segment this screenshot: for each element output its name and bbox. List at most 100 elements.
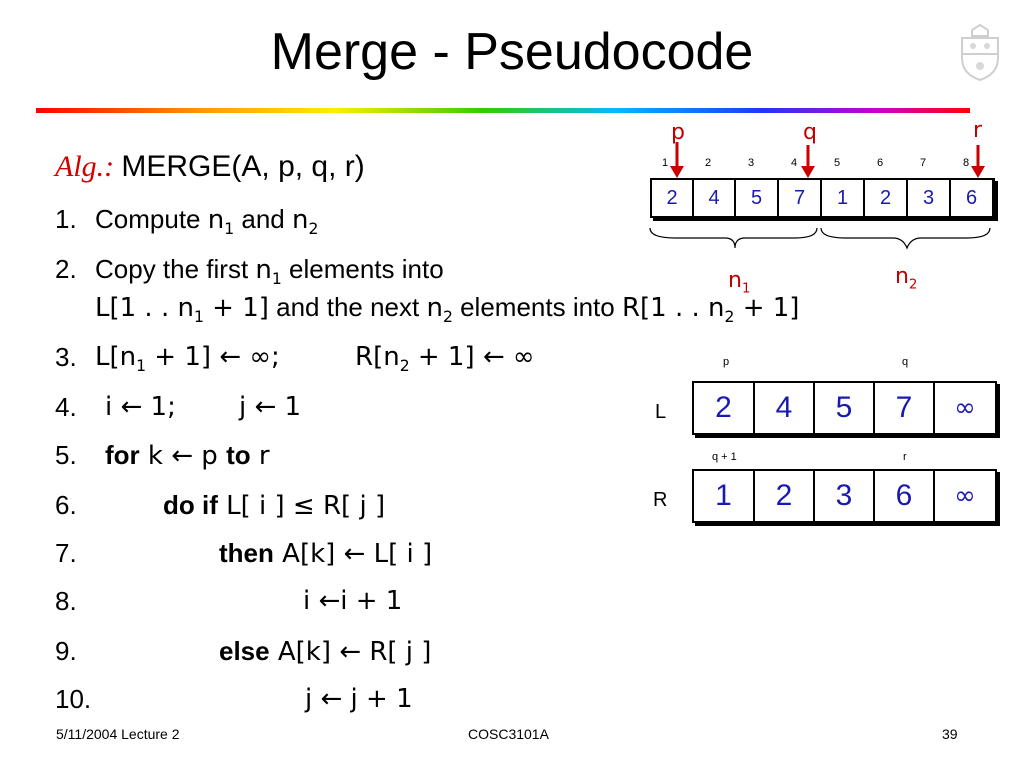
keyword-then: then xyxy=(219,538,274,568)
index-label: 8 xyxy=(962,157,970,169)
L-label-q: q xyxy=(902,356,909,368)
code-line-3: 3. L[n1 + 1] ← ∞; R[n2 + 1] ← ∞ xyxy=(55,342,535,375)
university-crest-icon xyxy=(961,24,999,82)
array-A-cell: 4 xyxy=(694,180,736,216)
code-sub: 2 xyxy=(724,308,735,327)
array-R: 1 2 3 6 ∞ xyxy=(692,469,997,523)
keyword-for: for xyxy=(105,440,140,470)
code-var: + 1] ← ∞ xyxy=(409,342,535,372)
line-number: 1. xyxy=(55,204,77,234)
keyword-else: else xyxy=(219,636,270,666)
keyword-to: to xyxy=(226,440,251,470)
algorithm-header: Alg.: MERGE(A, p, q, r) xyxy=(55,150,365,184)
footer-page-number: 39 xyxy=(942,726,958,742)
code-var: i ← 1; xyxy=(105,392,176,422)
array-L-cell: 4 xyxy=(755,383,815,433)
line-number: 9. xyxy=(55,636,77,666)
line-number: 3. xyxy=(55,342,77,372)
line-number: 5. xyxy=(55,440,77,470)
array-R-cell: 6 xyxy=(875,471,935,521)
code-var: + 1] xyxy=(734,293,800,323)
code-line-1: 1. Compute n1 and n2 xyxy=(55,204,318,238)
title-underline xyxy=(36,108,970,113)
R-label-r: r xyxy=(903,451,907,463)
code-sub: 2 xyxy=(442,308,453,327)
code-var: r xyxy=(250,441,270,471)
label-n1: n1 xyxy=(728,268,750,296)
index-label: 2 xyxy=(704,157,712,169)
code-line-10: 10. j ← j + 1 xyxy=(55,684,413,715)
array-L-cell: 2 xyxy=(694,383,755,433)
brace-left-icon xyxy=(649,227,818,249)
R-label-q-plus-1: q + 1 xyxy=(712,451,737,463)
code-text: Copy the first xyxy=(95,254,256,284)
label-n2: n2 xyxy=(895,264,917,292)
index-label: 7 xyxy=(919,157,927,169)
code-var: j ← 1 xyxy=(239,392,302,422)
code-text: elements into xyxy=(452,292,622,322)
arrow-r-icon xyxy=(971,145,985,178)
array-L-cell: 5 xyxy=(815,383,875,433)
array-L-name: L xyxy=(655,401,667,423)
array-L-cell: 7 xyxy=(875,383,935,433)
code-line-2-continued: L[1 . . n1 + 1] and the next n2 elements… xyxy=(95,292,799,326)
code-var: i ←i + 1 xyxy=(303,586,403,616)
label-n1-text: n xyxy=(728,268,742,293)
line-number: 7. xyxy=(55,538,77,568)
index-label: 6 xyxy=(876,157,884,169)
braces xyxy=(649,227,991,250)
index-label: 3 xyxy=(747,157,755,169)
label-r: r xyxy=(973,118,983,143)
label-q: q xyxy=(803,120,817,145)
code-text: and xyxy=(234,204,292,234)
code-var: j ← j + 1 xyxy=(305,684,413,714)
code-line-2: 2. Copy the first n1 elements into xyxy=(55,254,444,288)
array-A-indices: 1 2 3 4 5 6 7 8 xyxy=(650,157,994,171)
line-number: 10. xyxy=(55,684,92,714)
code-sub: 1 xyxy=(193,308,204,327)
pointer-arrows xyxy=(670,142,985,178)
label-n2-sub: 2 xyxy=(908,277,918,293)
code-var: L[1 . . n xyxy=(95,293,194,323)
merge-signature: MERGE(A, p, q, r) xyxy=(121,150,365,183)
index-label: 1 xyxy=(661,157,669,169)
slide-title: Merge - Pseudocode xyxy=(270,23,754,81)
code-var: A[k] ← R[ j ] xyxy=(269,637,432,667)
array-R-name: R xyxy=(653,489,668,511)
code-var: n xyxy=(426,293,443,323)
code-sub: 1 xyxy=(271,270,282,289)
code-line-5: 5. for k ← p to r xyxy=(55,440,270,471)
array-A-cell: 3 xyxy=(908,180,951,216)
array-A: 2 4 5 7 1 2 3 6 xyxy=(650,178,995,218)
array-R-sentinel: ∞ xyxy=(954,481,976,511)
code-var: n xyxy=(207,205,225,235)
code-sub: 1 xyxy=(224,220,235,239)
code-var: n xyxy=(291,205,309,235)
code-var: n xyxy=(255,255,272,285)
code-var: R[1 . . n xyxy=(621,293,725,323)
label-n1-sub: 1 xyxy=(741,281,751,297)
line-number: 2. xyxy=(55,254,77,284)
brace-right-icon xyxy=(820,227,991,250)
index-label: 5 xyxy=(833,157,841,169)
array-R-cell: 3 xyxy=(815,471,875,521)
L-label-p: p xyxy=(723,356,730,368)
code-sub: 2 xyxy=(308,220,319,239)
footer-course: COSC3101A xyxy=(468,726,549,742)
code-var: L[n xyxy=(95,342,137,372)
array-A-cell: 2 xyxy=(652,180,694,216)
label-n2-text: n xyxy=(895,264,909,289)
keyword-do-if: do if xyxy=(163,490,218,520)
array-A-cell: 6 xyxy=(965,187,978,209)
line-number: 4. xyxy=(55,392,77,422)
code-var: + 1] ← ∞; xyxy=(146,342,280,372)
array-A-cell: 2 xyxy=(865,180,908,216)
array-A-cell: 1 xyxy=(822,180,865,216)
array-R-cell: 2 xyxy=(755,471,815,521)
code-var: k ← p xyxy=(139,441,227,471)
code-sub: 2 xyxy=(399,357,410,376)
code-var: + 1] xyxy=(203,293,269,323)
label-p: p xyxy=(671,120,685,145)
footer-date-lecture: 5/11/2004 Lecture 2 xyxy=(56,726,180,742)
code-text: Compute xyxy=(95,204,208,234)
